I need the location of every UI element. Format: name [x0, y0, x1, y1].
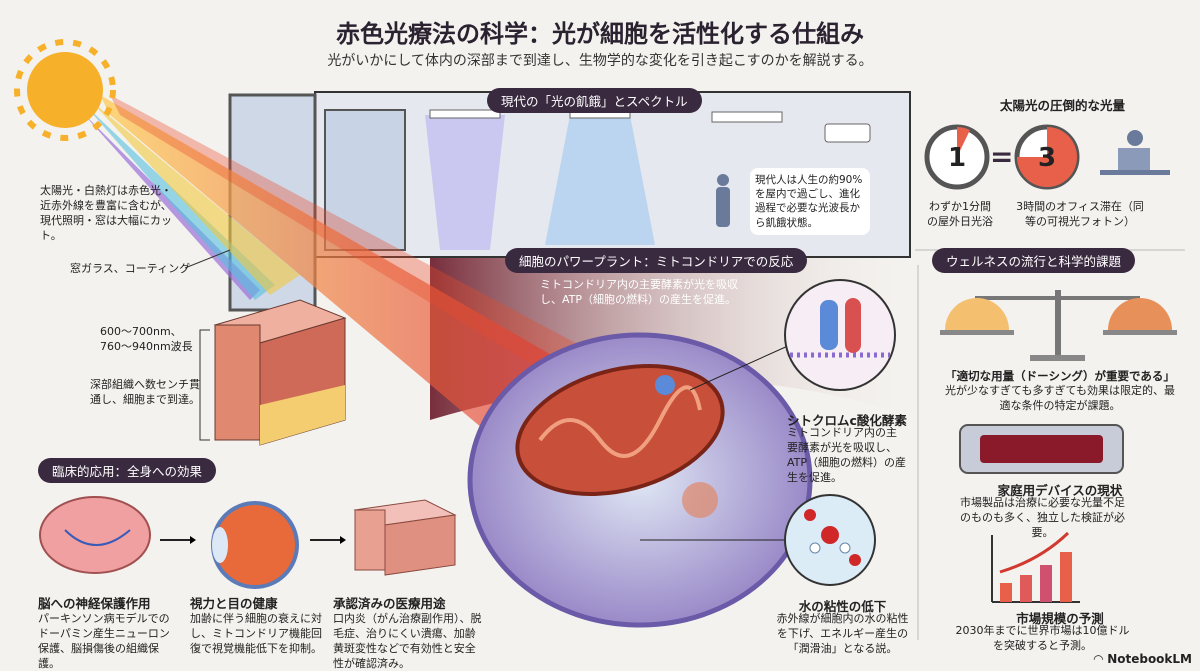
brand-label: NotebookLM — [1107, 652, 1192, 666]
mitochondria-desc: ミトコンドリア内の主要酵素が光を吸収し、ATP（細胞の燃料）の産生を促進。 — [540, 278, 738, 306]
page-subtitle: 光がいかにして体内の深部まで到達し、生物学的な変化を引き起こすのかを解説する。 — [327, 53, 873, 69]
wellness-section-label: ウェルネスの流行と科学的課題 — [932, 248, 1136, 273]
enzyme-callout — [784, 279, 896, 391]
device-title: 家庭用デバイスの現状 — [997, 483, 1123, 498]
wavelength-label: 600〜700nm、760〜940nm波長 — [100, 325, 193, 353]
office-worker-icon — [1100, 130, 1170, 175]
clinical-item-title: 視力と目の健康 — [190, 596, 278, 611]
clinical-item-brain: 脳への神経保護作用 パーキンソン病モデルでのドーパミン産生ニューロン保護、脳損傷… — [38, 593, 173, 671]
enzyme-desc: ミトコンドリア内の主要酵素が光を吸収し、ATP（細胞の燃料）の産生を促進。 — [787, 426, 907, 484]
clinical-section-label: 臨床的応用：全身への効果 — [38, 458, 217, 483]
device-desc: 市場製品は治療に必要な光量不足のものも多く、独立した検証が必要。 — [960, 496, 1125, 539]
enzyme-title: シトクロムc酸化酵素 — [787, 413, 907, 428]
eye-icon — [211, 501, 299, 589]
sunlight-heading: 太陽光の圧倒的な光量 — [999, 98, 1125, 113]
stopwatch-1-icon — [924, 124, 990, 190]
notebooklm-icon: ◠ — [1093, 652, 1108, 666]
clinical-item-eye: 視力と目の健康 加齢に伴う細胞の衰えに対し、ミトコンドリア機能回復で視覚機能低下… — [190, 593, 325, 657]
clinical-item-desc: 加齢に伴う細胞の衰えに対し、ミトコンドリア機能回復で視覚機能低下を抑制。 — [190, 612, 322, 655]
window-label: 窓ガラス、コーティング — [70, 262, 191, 275]
room-speech-bubble: 現代人は人生の約90%を屋内で過ごし、進化過程で必要な光波長から飢餓状態。 — [750, 168, 870, 235]
dosing-desc: 光が少なすぎても多すぎても効果は限定的、最適な条件の特定が課題。 — [945, 384, 1175, 412]
brain-icon — [39, 496, 151, 574]
sun-icon — [14, 39, 116, 141]
market-title: 市場規模の予測 — [1016, 611, 1104, 626]
dosing-title: 「適切な用量（ドーシング）が重要である」 — [945, 369, 1175, 383]
spectrum-note: 太陽光・白熱灯は赤色光・近赤外線を豊富に含むが、現代照明・窓は大幅にカット。 — [40, 184, 172, 242]
cell-illustration — [467, 332, 813, 628]
clinical-item-desc: パーキンソン病モデルでのドーパミン産生ニューロン保護、脳損傷後の組織保護。 — [38, 612, 170, 670]
market-desc: 2030年までに世界市場は10億ドルを突破すると予測。 — [955, 624, 1130, 652]
mitochondria-section-label: 細胞のパワープラント：ミトコンドリアでの反応 — [505, 248, 808, 273]
sunlight-right-caption: 3時間のオフィス滞在（同等の可視光フォトン） — [1016, 200, 1144, 228]
water-desc: 赤外線が細胞内の水の粘性を下げ、エネルギー産生の「潤滑油」となる説。 — [776, 612, 909, 655]
skin-cross-section — [213, 299, 347, 446]
clinical-item-medical: 承認済みの医療用途 口内炎（がん治療副作用）、脱毛症、治りにくい潰瘍、加齢黄斑変… — [333, 593, 483, 671]
person-silhouette-icon — [716, 174, 730, 227]
notebooklm-logo: ◠ NotebookLM — [1094, 652, 1192, 666]
clinical-item-title: 脳への神経保護作用 — [38, 596, 151, 611]
stopwatch-3-icon — [1014, 124, 1080, 190]
penetration-label: 深部組織へ数センチ貫通し、細胞まで到達。 — [90, 378, 200, 406]
stopwatch-1-number: 1 — [947, 143, 967, 173]
scale-icon — [940, 290, 1177, 361]
home-device-icon — [959, 424, 1124, 474]
skin-block-icon — [353, 499, 457, 576]
clinical-item-desc: 口内炎（がん治療副作用）、脱毛症、治りにくい潰瘍、加齢黄斑変性などで有効性と安全… — [333, 612, 482, 670]
sunlight-left-caption: わずか1分間の屋外日光浴 — [927, 200, 993, 228]
room-section-label: 現代の「光の飢餓」とスペクトル — [487, 88, 702, 113]
market-bar-chart-icon — [991, 531, 1080, 603]
stopwatch-3-number: 3 — [1037, 143, 1057, 173]
clinical-item-title: 承認済みの医療用途 — [333, 596, 446, 611]
water-molecule-callout — [784, 494, 876, 586]
water-title: 水の粘性の低下 — [798, 599, 887, 614]
page-title: 赤色光療法の科学：光が細胞を活性化する仕組み — [336, 20, 864, 48]
equals-sign: = — [990, 140, 1014, 173]
